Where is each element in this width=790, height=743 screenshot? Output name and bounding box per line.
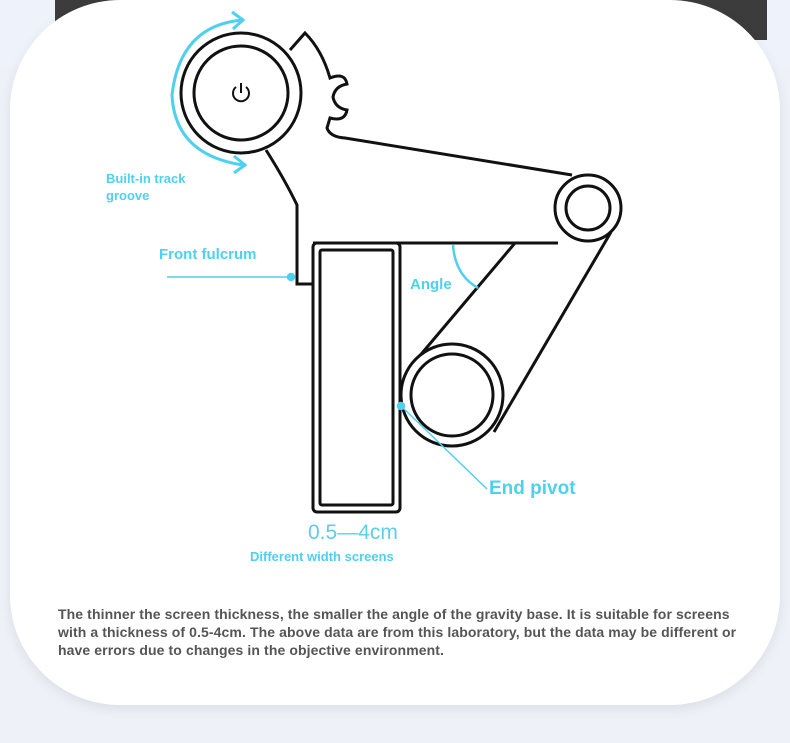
label-width-caption: Different width screens <box>250 549 394 564</box>
screen-block <box>311 241 402 514</box>
label-angle: Angle <box>410 276 452 293</box>
description-text: The thinner the screen thickness, the sm… <box>58 606 737 658</box>
front-fulcrum-pointer <box>167 272 296 282</box>
power-icon <box>232 83 250 103</box>
label-front-fulcrum: Front fulcrum <box>159 246 257 263</box>
label-track-groove: Built-in track groove <box>106 171 186 203</box>
angle-arc-icon <box>451 244 479 290</box>
rotation-arrow <box>170 10 248 175</box>
lower-roller <box>399 342 505 448</box>
label-end-pivot: End pivot <box>489 478 576 499</box>
upper-roller <box>553 173 623 243</box>
label-width-range: 0.5—4cm <box>308 521 398 544</box>
arm <box>410 231 613 433</box>
knob <box>179 31 303 155</box>
end-pivot-pointer <box>396 401 488 490</box>
